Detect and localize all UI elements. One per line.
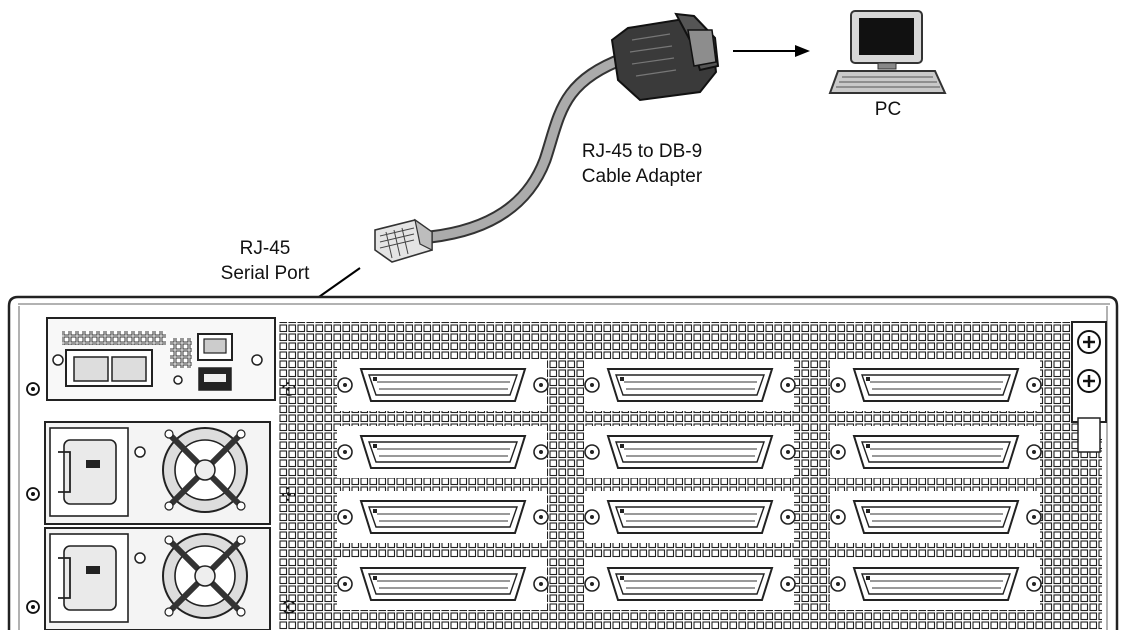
telco-connector (584, 359, 796, 411)
pc-icon (828, 10, 947, 94)
mounting-bracket (1071, 321, 1107, 453)
telco-connector (830, 491, 1042, 543)
cable-adapter-label-line1: RJ-45 to DB-9 (581, 141, 703, 162)
vent-grid-right (1036, 436, 1102, 630)
telco-connector (337, 558, 549, 610)
serial-port-label-line2: Serial Port (220, 263, 310, 284)
screw-icon (26, 382, 40, 396)
arrow-to-pc (733, 45, 810, 57)
telco-connector (830, 426, 1042, 478)
power-supply-unit (44, 421, 271, 525)
telco-connector (584, 558, 796, 610)
screw-icon (26, 487, 40, 501)
serial-cable (423, 51, 632, 244)
management-module (46, 317, 276, 401)
telco-connector (337, 426, 549, 478)
cable-adapter-label-line2: Cable Adapter (581, 166, 703, 187)
telco-connector (830, 558, 1042, 610)
screw-icon (26, 600, 40, 614)
telco-connector (337, 359, 549, 411)
db9-connector (610, 12, 720, 102)
telco-connectors (337, 359, 1042, 610)
telco-connector (830, 359, 1042, 411)
telco-connector (337, 491, 549, 543)
serial-port-label-line1: RJ-45 (239, 238, 291, 259)
rj45-plug (374, 218, 433, 263)
power-supply-unit (44, 527, 271, 630)
telco-connector (584, 426, 796, 478)
pc-label: PC (874, 99, 902, 120)
telco-connector (584, 491, 796, 543)
power-supplies (44, 421, 271, 630)
